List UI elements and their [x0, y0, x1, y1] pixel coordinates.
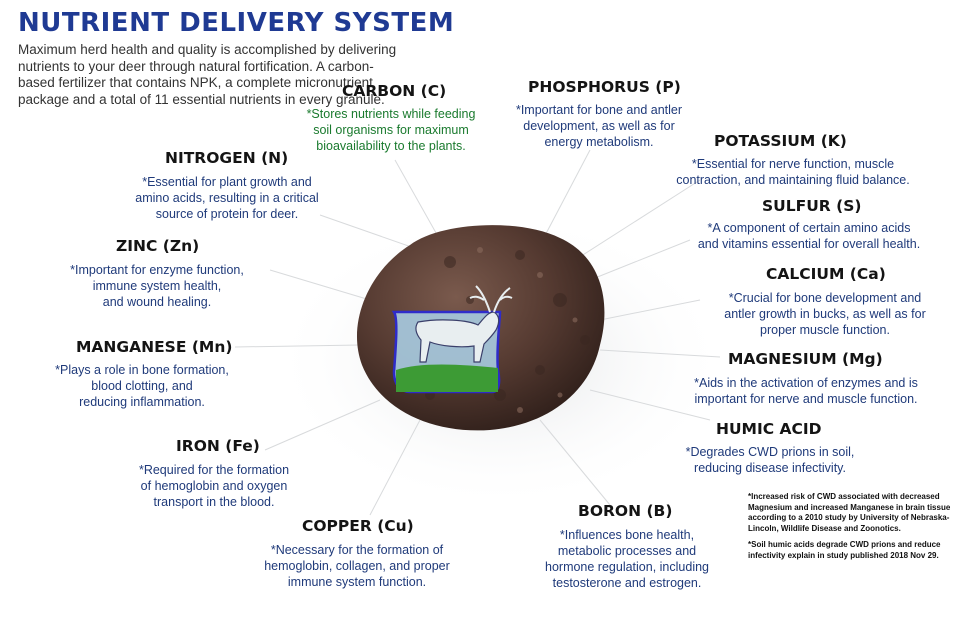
heading-carbon: CARBON (C) — [342, 82, 447, 100]
footnote-cwd-study: *Increased risk of CWD associated with d… — [748, 492, 951, 533]
heading-phosphorus: PHOSPHORUS (P) — [528, 78, 681, 96]
deer-icon — [391, 285, 513, 394]
heading-magnesium: MAGNESIUM (Mg) — [728, 350, 883, 368]
desc-zinc: *Important for enzyme function,immune sy… — [70, 263, 244, 309]
footnotes: *Increased risk of CWD associated with d… — [748, 492, 973, 567]
desc-boron: *Influences bone health,metabolic proces… — [545, 528, 709, 590]
heading-potassium: POTASSIUM (K) — [714, 132, 847, 150]
desc-magnesium: *Aids in the activation of enzymes and i… — [694, 376, 918, 406]
heading-copper: COPPER (Cu) — [302, 517, 414, 535]
heading-nitrogen: NITROGEN (N) — [165, 149, 289, 167]
heading-sulfur: SULFUR (S) — [762, 197, 862, 215]
connector-lines — [234, 149, 721, 516]
footnote-humic-study: *Soil humic acids degrade CWD prions and… — [748, 540, 941, 560]
heading-manganese: MANGANESE (Mn) — [76, 338, 233, 356]
heading-boron: BORON (B) — [578, 502, 673, 520]
heading-calcium: CALCIUM (Ca) — [766, 265, 886, 283]
heading-zinc: ZINC (Zn) — [116, 237, 200, 255]
desc-manganese: *Plays a role in bone formation,blood cl… — [55, 363, 229, 409]
intro-text: Maximum herd health and quality is accom… — [18, 42, 397, 107]
heading-iron: IRON (Fe) — [176, 437, 260, 455]
heading-humic-acid: HUMIC ACID — [716, 420, 822, 438]
page-title: NUTRIENT DELIVERY SYSTEM — [18, 8, 455, 38]
desc-humic-acid: *Degrades CWD prions in soil,reducing di… — [685, 445, 855, 475]
